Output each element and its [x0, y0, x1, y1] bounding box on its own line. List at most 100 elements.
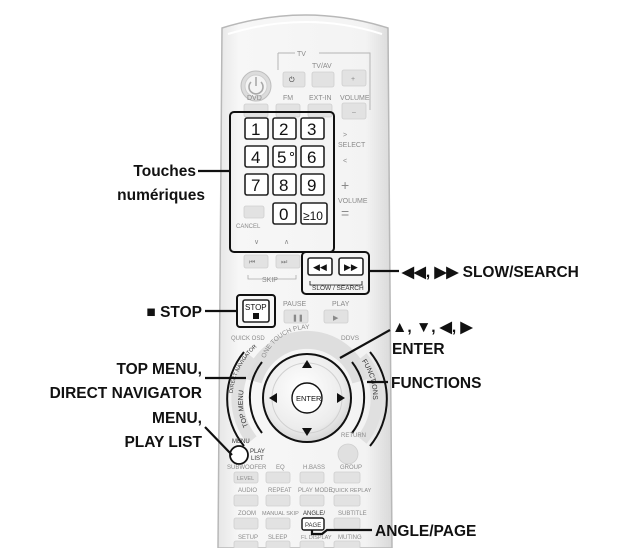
- tv-av-button[interactable]: [311, 71, 335, 88]
- key-1[interactable]: [244, 117, 269, 140]
- ext-in-button[interactable]: [307, 103, 333, 118]
- source-dvd-label: DVD: [247, 95, 262, 102]
- key-1-label: 1: [251, 120, 260, 139]
- volume-plus-icon[interactable]: +: [341, 177, 349, 193]
- left-arrow-icon[interactable]: [269, 393, 277, 403]
- callout-slow-search: ◀◀, ▶▶ SLOW/SEARCH: [401, 264, 579, 281]
- subwoofer-button[interactable]: [233, 471, 259, 484]
- stop-button[interactable]: [242, 299, 270, 323]
- cancel-label: CANCEL: [236, 224, 261, 230]
- key-4[interactable]: [244, 145, 269, 168]
- key-3-label: 3: [307, 120, 316, 139]
- key-4-label: 4: [251, 148, 260, 167]
- audio-button[interactable]: [233, 494, 259, 507]
- pause-button[interactable]: [283, 309, 309, 324]
- pause-icon: ❚❚: [292, 314, 304, 322]
- sleep-button[interactable]: [265, 540, 291, 548]
- callout-menu-line1: MENU,: [152, 410, 202, 427]
- skip-prev-button[interactable]: [243, 254, 269, 269]
- play-label: PLAY: [332, 301, 350, 308]
- setup-button[interactable]: [233, 540, 259, 548]
- play-icon: ▶: [333, 315, 339, 322]
- key-8-label: 8: [279, 176, 288, 195]
- cancel-button[interactable]: [243, 205, 265, 219]
- select-down-icon[interactable]: <: [343, 158, 347, 165]
- key-7[interactable]: [244, 173, 269, 196]
- navigation-dial: ONE TOUCH PLAY TOP MENU DIRECT NAVIGATOR…: [226, 324, 388, 447]
- key-6[interactable]: [300, 145, 325, 168]
- eq-button[interactable]: [265, 471, 291, 484]
- key-7-label: 7: [251, 176, 260, 195]
- leader-arrows: [339, 329, 391, 359]
- rewind-icon: ◀◀: [313, 263, 327, 273]
- numeric-keypad: 1 2 3 4 5 6 7 8 9 0 ≥10 CANCEL: [229, 111, 335, 253]
- key-9[interactable]: [300, 173, 325, 196]
- callout-stop: ■ STOP: [146, 304, 202, 321]
- tv-power-icon: ⏻: [289, 76, 295, 84]
- manual-skip-button[interactable]: [265, 517, 291, 530]
- source-row: DVD FM EXT-IN: [243, 95, 333, 118]
- right-arrow-icon[interactable]: [337, 393, 345, 403]
- quick-osd-label: QUICK OSD: [231, 336, 265, 342]
- stop-icon: [253, 313, 259, 319]
- select-label: SELECT: [338, 142, 366, 149]
- side-controls: > SELECT < + VOLUME =: [338, 132, 368, 221]
- key-8[interactable]: [272, 173, 297, 196]
- dvd-button[interactable]: [243, 103, 269, 118]
- tv-volume-down-button[interactable]: [341, 102, 367, 120]
- callout-enter: ENTER: [392, 341, 445, 358]
- callout-numeric-line1: Touches: [133, 163, 196, 180]
- return-button[interactable]: [337, 443, 359, 465]
- subwoofer-label: SUBWOOFER: [227, 465, 267, 471]
- play-list-label-2: LIST: [251, 456, 264, 462]
- slow-rewind-button[interactable]: [307, 257, 333, 276]
- play-list-button[interactable]: [229, 445, 249, 465]
- hbass-button[interactable]: [299, 471, 325, 484]
- skip-next-button[interactable]: [275, 254, 301, 269]
- quick-replay-button[interactable]: [333, 494, 361, 507]
- tv-power-button[interactable]: [282, 71, 306, 88]
- return-label: RETURN: [341, 433, 366, 439]
- key-0[interactable]: [272, 202, 297, 225]
- skip-up-icon: ∧: [284, 239, 289, 246]
- muting-button[interactable]: [333, 540, 361, 548]
- callout-menu-line2: PLAY LIST: [124, 434, 202, 451]
- play-list-label-1: PLAY: [250, 449, 265, 455]
- key-2[interactable]: [272, 117, 297, 140]
- leader-menu: [204, 426, 233, 456]
- group-button[interactable]: [333, 471, 361, 484]
- callout-top-menu-line2: DIRECT NAVIGATOR: [50, 385, 202, 402]
- fm-button[interactable]: [275, 103, 301, 118]
- repeat-button[interactable]: [265, 494, 291, 507]
- power-button[interactable]: [240, 70, 272, 102]
- angle-label: ANGLE/: [303, 511, 325, 517]
- quick-replay-label: QUICK REPLAY: [331, 488, 372, 494]
- slow-search-label: SLOW / SEARCH: [312, 285, 364, 292]
- sleep-label: SLEEP: [268, 535, 287, 541]
- subtitle-button[interactable]: [333, 517, 361, 530]
- minus-icon: –: [352, 109, 356, 116]
- tv-volume-up-button[interactable]: [341, 69, 367, 87]
- key-5-label: 5: [277, 148, 286, 167]
- enter-button[interactable]: [291, 382, 323, 414]
- page-label: PAGE: [305, 523, 321, 529]
- select-up-icon[interactable]: >: [343, 132, 347, 139]
- key-3[interactable]: [300, 117, 325, 140]
- play-button[interactable]: [323, 309, 349, 324]
- fl-display-button[interactable]: [299, 540, 325, 548]
- down-arrow-icon[interactable]: [302, 428, 312, 436]
- key-5-dot-icon: [289, 151, 294, 156]
- tv-volume-label: VOLUME: [340, 95, 370, 102]
- menu-row: MENU PLAY LIST RETURN: [229, 433, 366, 465]
- key-10-plus[interactable]: [300, 202, 328, 225]
- up-arrow-icon[interactable]: [302, 360, 312, 368]
- manual-skip-label: MANUAL SKIP: [262, 511, 299, 517]
- plus-icon: +: [351, 76, 355, 83]
- key-5[interactable]: [272, 145, 297, 168]
- fl-display-label: FL DISPLAY: [301, 535, 332, 541]
- play-mode-button[interactable]: [299, 494, 325, 507]
- volume-minus-icon[interactable]: =: [341, 205, 349, 221]
- leader-angle-page: [310, 528, 372, 536]
- zoom-button[interactable]: [233, 517, 259, 530]
- slow-forward-button[interactable]: [338, 257, 364, 276]
